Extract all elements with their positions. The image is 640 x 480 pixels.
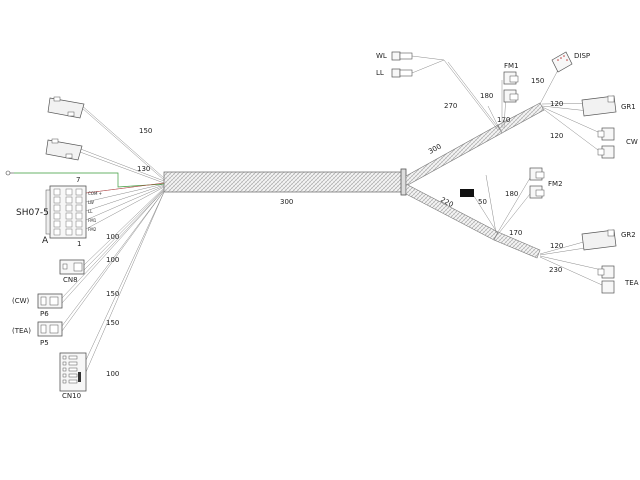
- signal-com: COM +: [88, 191, 102, 196]
- sh07-pin-top: 7: [76, 176, 80, 184]
- fm1-connector: FM1 180: [480, 62, 519, 103]
- lower-branch: 220 170: [405, 183, 541, 259]
- fm2-stub-length: 50: [478, 198, 487, 206]
- p5-length: 150: [106, 319, 119, 327]
- fm2-length: 180: [505, 190, 518, 198]
- p6-tag: (CW): [12, 297, 30, 305]
- p6-length: 150: [106, 290, 119, 298]
- signal-lw: LW: [88, 200, 94, 205]
- gr2-length: 120: [550, 242, 563, 250]
- top-left-connector-1: 150: [47, 96, 152, 135]
- cn10-connector: CN10 100: [59, 352, 119, 400]
- ll-connector: LL: [376, 68, 413, 78]
- upper-branch-sub-length: 170: [497, 116, 510, 124]
- gr2-name: GR2: [621, 231, 636, 239]
- gr2-connector: GR2 120: [550, 229, 636, 251]
- wl-ll-length: 270: [444, 102, 457, 110]
- top1-length: 150: [139, 127, 152, 135]
- wl-connector: WL: [376, 51, 413, 61]
- signal-ll: LL: [88, 209, 93, 214]
- cn8-length: 100: [106, 256, 119, 264]
- main-bundle: 300: [163, 168, 407, 206]
- lower-branch-sub-length: 170: [509, 229, 522, 237]
- top2-length: 130: [137, 165, 150, 173]
- wl-name: WL: [376, 52, 387, 60]
- cn10-name: CN10: [62, 392, 81, 400]
- sh07-length: 100: [106, 233, 119, 241]
- top-left-connector-2: 130: [45, 138, 150, 173]
- cw-name: CW: [626, 138, 638, 146]
- tea-length: 230: [549, 266, 562, 274]
- disp-name: DISP: [574, 52, 590, 60]
- upper-branch: 300 170: [405, 102, 545, 187]
- main-bundle-length: 300: [280, 198, 293, 206]
- upper-branch-length: 300: [427, 142, 443, 155]
- fm2-name: FM2: [548, 180, 563, 188]
- p5-name: P5: [40, 339, 49, 347]
- sh07-sub-label: A: [42, 236, 49, 246]
- fm1-length: 180: [480, 92, 493, 100]
- sh07-connector: 7 1 SH07-5 A COM + LW LL FM1 FM2 100: [16, 176, 119, 248]
- tea-name: TEA: [624, 279, 639, 287]
- p6-connector: (CW) P6 150: [12, 290, 119, 318]
- tea-connector: TEA 230: [549, 265, 639, 294]
- colored-signal-wires: [14, 172, 165, 194]
- disp-connector: DISP 150: [531, 51, 590, 85]
- disp-length: 150: [531, 77, 544, 85]
- cn8-connector: CN8 100: [59, 256, 119, 284]
- cn10-length: 100: [106, 370, 119, 378]
- sh07-pin-bottom: 1: [77, 240, 81, 248]
- cw-connector: CW 120: [550, 127, 638, 159]
- cn8-name: CN8: [63, 276, 78, 284]
- p6-name: P6: [40, 310, 49, 318]
- fm2-connector: FM2 180: [505, 167, 563, 199]
- fm2-stub: 50: [460, 189, 487, 206]
- ll-name: LL: [376, 69, 384, 77]
- signal-fm1: FM1: [88, 218, 97, 223]
- gr1-length: 120: [550, 100, 563, 108]
- sh07-name: SH07-5: [16, 208, 49, 218]
- gr1-name: GR1: [621, 103, 636, 111]
- fm1-name: FM1: [504, 62, 519, 70]
- signal-fm2: FM2: [88, 227, 97, 232]
- cw-length: 120: [550, 132, 563, 140]
- gr1-connector: GR1 120: [550, 95, 636, 117]
- p5-tag: (TEA): [12, 327, 31, 335]
- ground-terminal: [5, 170, 14, 176]
- p5-connector: (TEA) P5 150: [12, 319, 119, 347]
